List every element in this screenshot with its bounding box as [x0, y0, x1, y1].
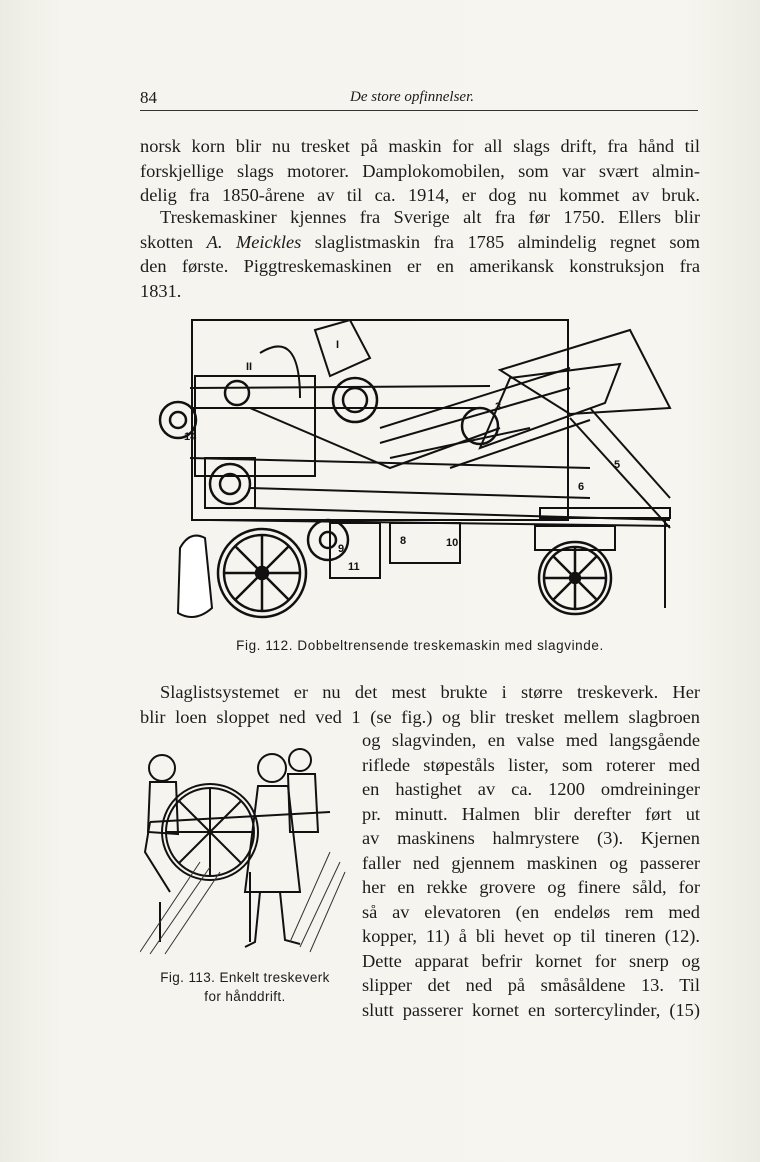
figure-label: 9 [338, 543, 344, 555]
figure-113-caption: Fig. 113. Enkelt treskeverk for hånddrif… [140, 968, 350, 1006]
text-line: norsk korn blir nu tresket på maskin for… [140, 136, 700, 156]
figure-label: 3 [495, 401, 501, 413]
figure-label: II [246, 361, 252, 373]
text-line: Dette apparat befrir kornet for snerp og [362, 950, 700, 971]
text-line: en hastighet av ca. 1200 omdreininger [362, 779, 700, 799]
figure-112-caption: Fig. 112. Dobbeltrensende treskemaskin m… [236, 638, 604, 653]
text-line: av maskinens halmrystere (3). Kjernen [362, 828, 700, 848]
threshing-machine-illustration: I II 3 14 5 6 8 9 10 11 [158, 318, 672, 619]
page-number: 84 [140, 88, 157, 107]
hand-threshing-illustration [140, 748, 346, 955]
text-line: Treskemaskiner kjennes fra Sverige alt f… [160, 207, 700, 227]
text-fragment: slaglistmaskin fra 1785 almindelig regne… [301, 231, 700, 252]
text-line: blir loen sloppet ned ved 1 (se fig.) og… [140, 706, 700, 727]
caption-line: Fig. 113. Enkelt treskeverk [160, 970, 330, 985]
figure-label: 11 [348, 561, 360, 573]
person-name: A. Meickles [206, 231, 302, 252]
paragraph-2: Treskemaskiner kjennes fra Sverige alt f… [140, 205, 700, 303]
figure-label: 14 [184, 431, 197, 443]
figure-label: 6 [578, 481, 584, 493]
text-line: forskjellige slags motorer. Damplokomobi… [140, 160, 700, 181]
text-line: kopper, 11) å bli hevet op til tineren (… [362, 926, 700, 946]
text-line: riflede støpeståls lister, som roterer m… [362, 754, 700, 775]
running-title: De store opfinnelser. [350, 89, 475, 105]
page-header: 84 De store opfinnelser. [140, 86, 698, 111]
paragraph-1: norsk korn blir nu tresket på maskin for… [140, 134, 700, 208]
text-line: og slagvinden, en valse med langsgående [362, 730, 700, 750]
paragraph-4: og slagvinden, en valse med langsgående … [362, 728, 700, 1022]
text-line: så av elevatoren (en endeløs rem med [362, 901, 700, 922]
text-line: pr. minutt. Halmen blir derefter ført ut [362, 803, 700, 824]
figure-label: I [336, 339, 339, 351]
text-line: slutt passerer kornet en sortercylinder,… [362, 999, 700, 1020]
text-line: skotten A. Meickles slaglistmaskin fra 1… [140, 230, 700, 255]
text-line: 1831. [140, 280, 182, 301]
text-line: Slaglistsystemet er nu det mest brukte i… [160, 682, 700, 702]
paragraph-3: Slaglistsystemet er nu det mest brukte i… [140, 680, 700, 729]
text-line: den første. Piggtreskemaskinen er en ame… [140, 256, 700, 276]
text-line: faller ned gjennem maskinen og passerer [362, 852, 700, 873]
text-line: slipper det ned på småsåldene 13. Til [362, 975, 700, 995]
figure-label: 10 [446, 537, 458, 549]
caption-line: for hånddrift. [204, 989, 286, 1004]
figure-label: 8 [400, 535, 406, 547]
figure-label: 5 [614, 459, 620, 471]
text-line: delig fra 1850-årene av til ca. 1914, er… [140, 185, 700, 205]
text-line: her en rekke grovere og finere såld, for [362, 877, 700, 897]
text-fragment: skotten [140, 231, 207, 252]
